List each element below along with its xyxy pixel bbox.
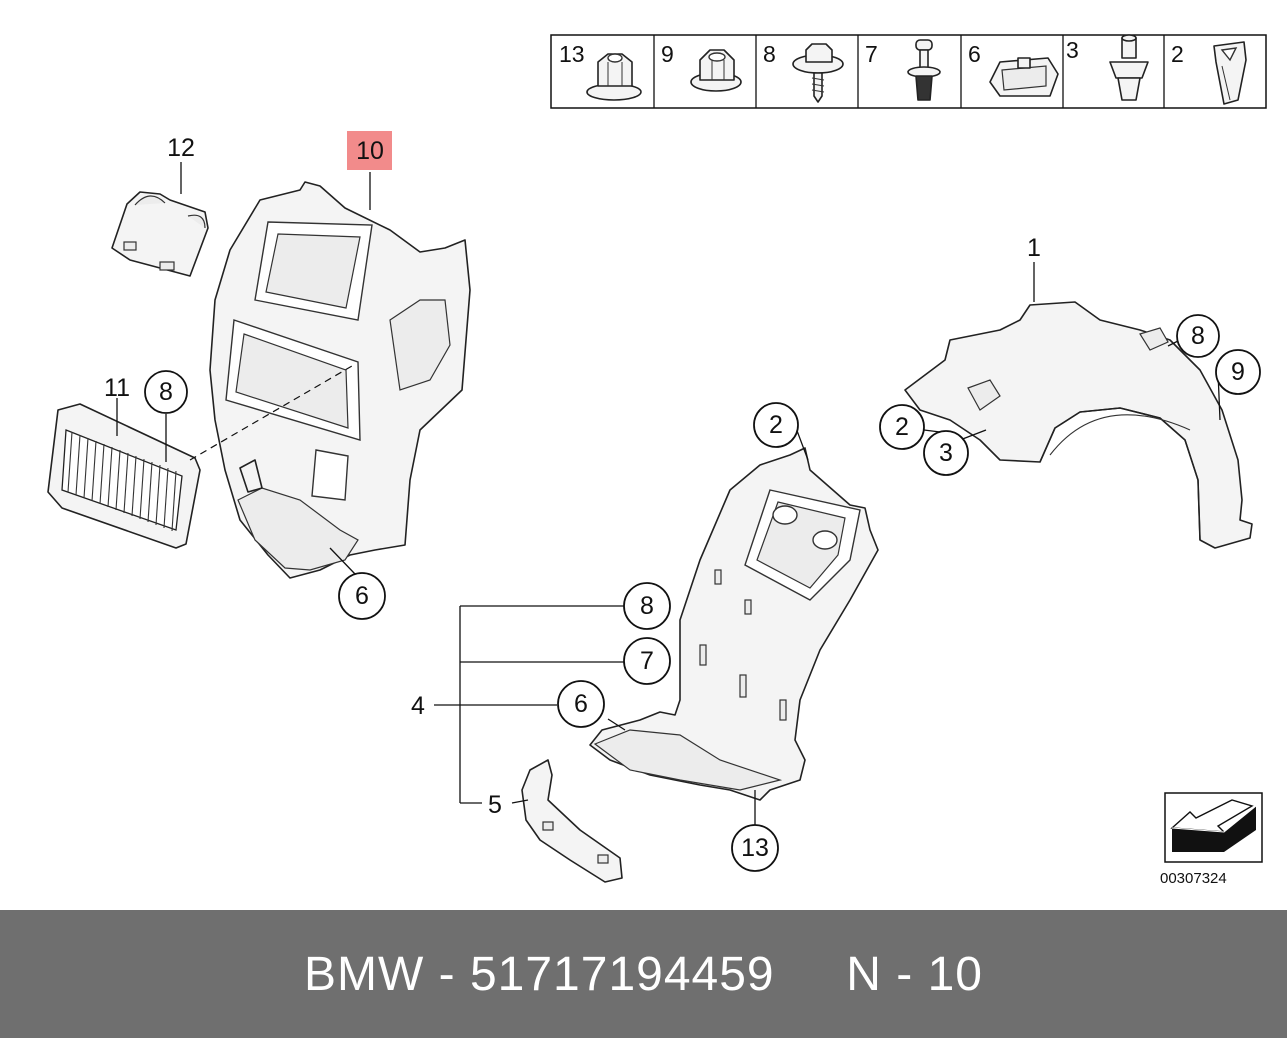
callout-9: 9 (1231, 358, 1245, 386)
parts-diagram: 13 9 8 7 6 3 2 (47, 34, 1267, 883)
part-5-trim-strip (521, 759, 623, 883)
leader-lines (116, 162, 1221, 825)
spring-clip-icon (989, 57, 1059, 97)
callout-4: 4 (411, 692, 425, 720)
callout-2: 2 (895, 413, 909, 441)
hex-nut-icon (690, 49, 742, 92)
callout-8: 8 (159, 378, 173, 406)
document-number: 00307324 (1160, 870, 1227, 887)
legend-number: 2 (1171, 41, 1184, 67)
callout-8: 8 (640, 592, 654, 620)
callouts: 12 10 11 8 6 1 8 9 2 3 2 8 7 4 6 5 13 (104, 131, 1261, 872)
callout-5: 5 (488, 791, 502, 819)
washer-screw-icon (792, 43, 844, 103)
spreader-nut-icon (1213, 41, 1247, 105)
part-4-wheel-arch-middle (589, 447, 879, 801)
fastener-legend: 13 9 8 7 6 3 2 (550, 34, 1267, 109)
arrow-icon (1170, 799, 1254, 833)
push-rivet-icon (1109, 34, 1149, 101)
legend-number: 8 (763, 41, 776, 67)
footer-bar: BMW - 51717194459 N - 10 (0, 910, 1287, 1038)
flange-nut-icon (586, 53, 642, 101)
callout-6: 6 (355, 582, 369, 610)
part-12-cover (111, 191, 209, 277)
callout-13: 13 (741, 834, 769, 862)
callout-6: 6 (574, 690, 588, 718)
callout-11: 11 (104, 374, 130, 402)
legend-number: 13 (559, 41, 585, 67)
callout-10-highlight (347, 131, 392, 170)
legend-number: 7 (865, 41, 878, 67)
callout-12: 12 (167, 134, 195, 162)
expanding-rivet-icon (907, 39, 941, 101)
callout-3: 3 (939, 439, 953, 467)
part-10-wheel-arch-front (209, 181, 471, 579)
legend-number: 6 (968, 41, 981, 67)
legend-number: 3 (1066, 37, 1079, 63)
footer-caption: BMW - 51717194459 N - 10 (304, 947, 983, 1001)
callout-7: 7 (640, 647, 654, 675)
part-11-grille (47, 403, 201, 549)
direction-arrow-box (1164, 792, 1263, 863)
callout-1: 1 (1027, 234, 1041, 262)
part-1-wheel-arch-liner (904, 301, 1253, 549)
callout-2: 2 (769, 411, 783, 439)
legend-number: 9 (661, 41, 674, 67)
callout-10: 10 (356, 137, 384, 165)
callout-8: 8 (1191, 322, 1205, 350)
